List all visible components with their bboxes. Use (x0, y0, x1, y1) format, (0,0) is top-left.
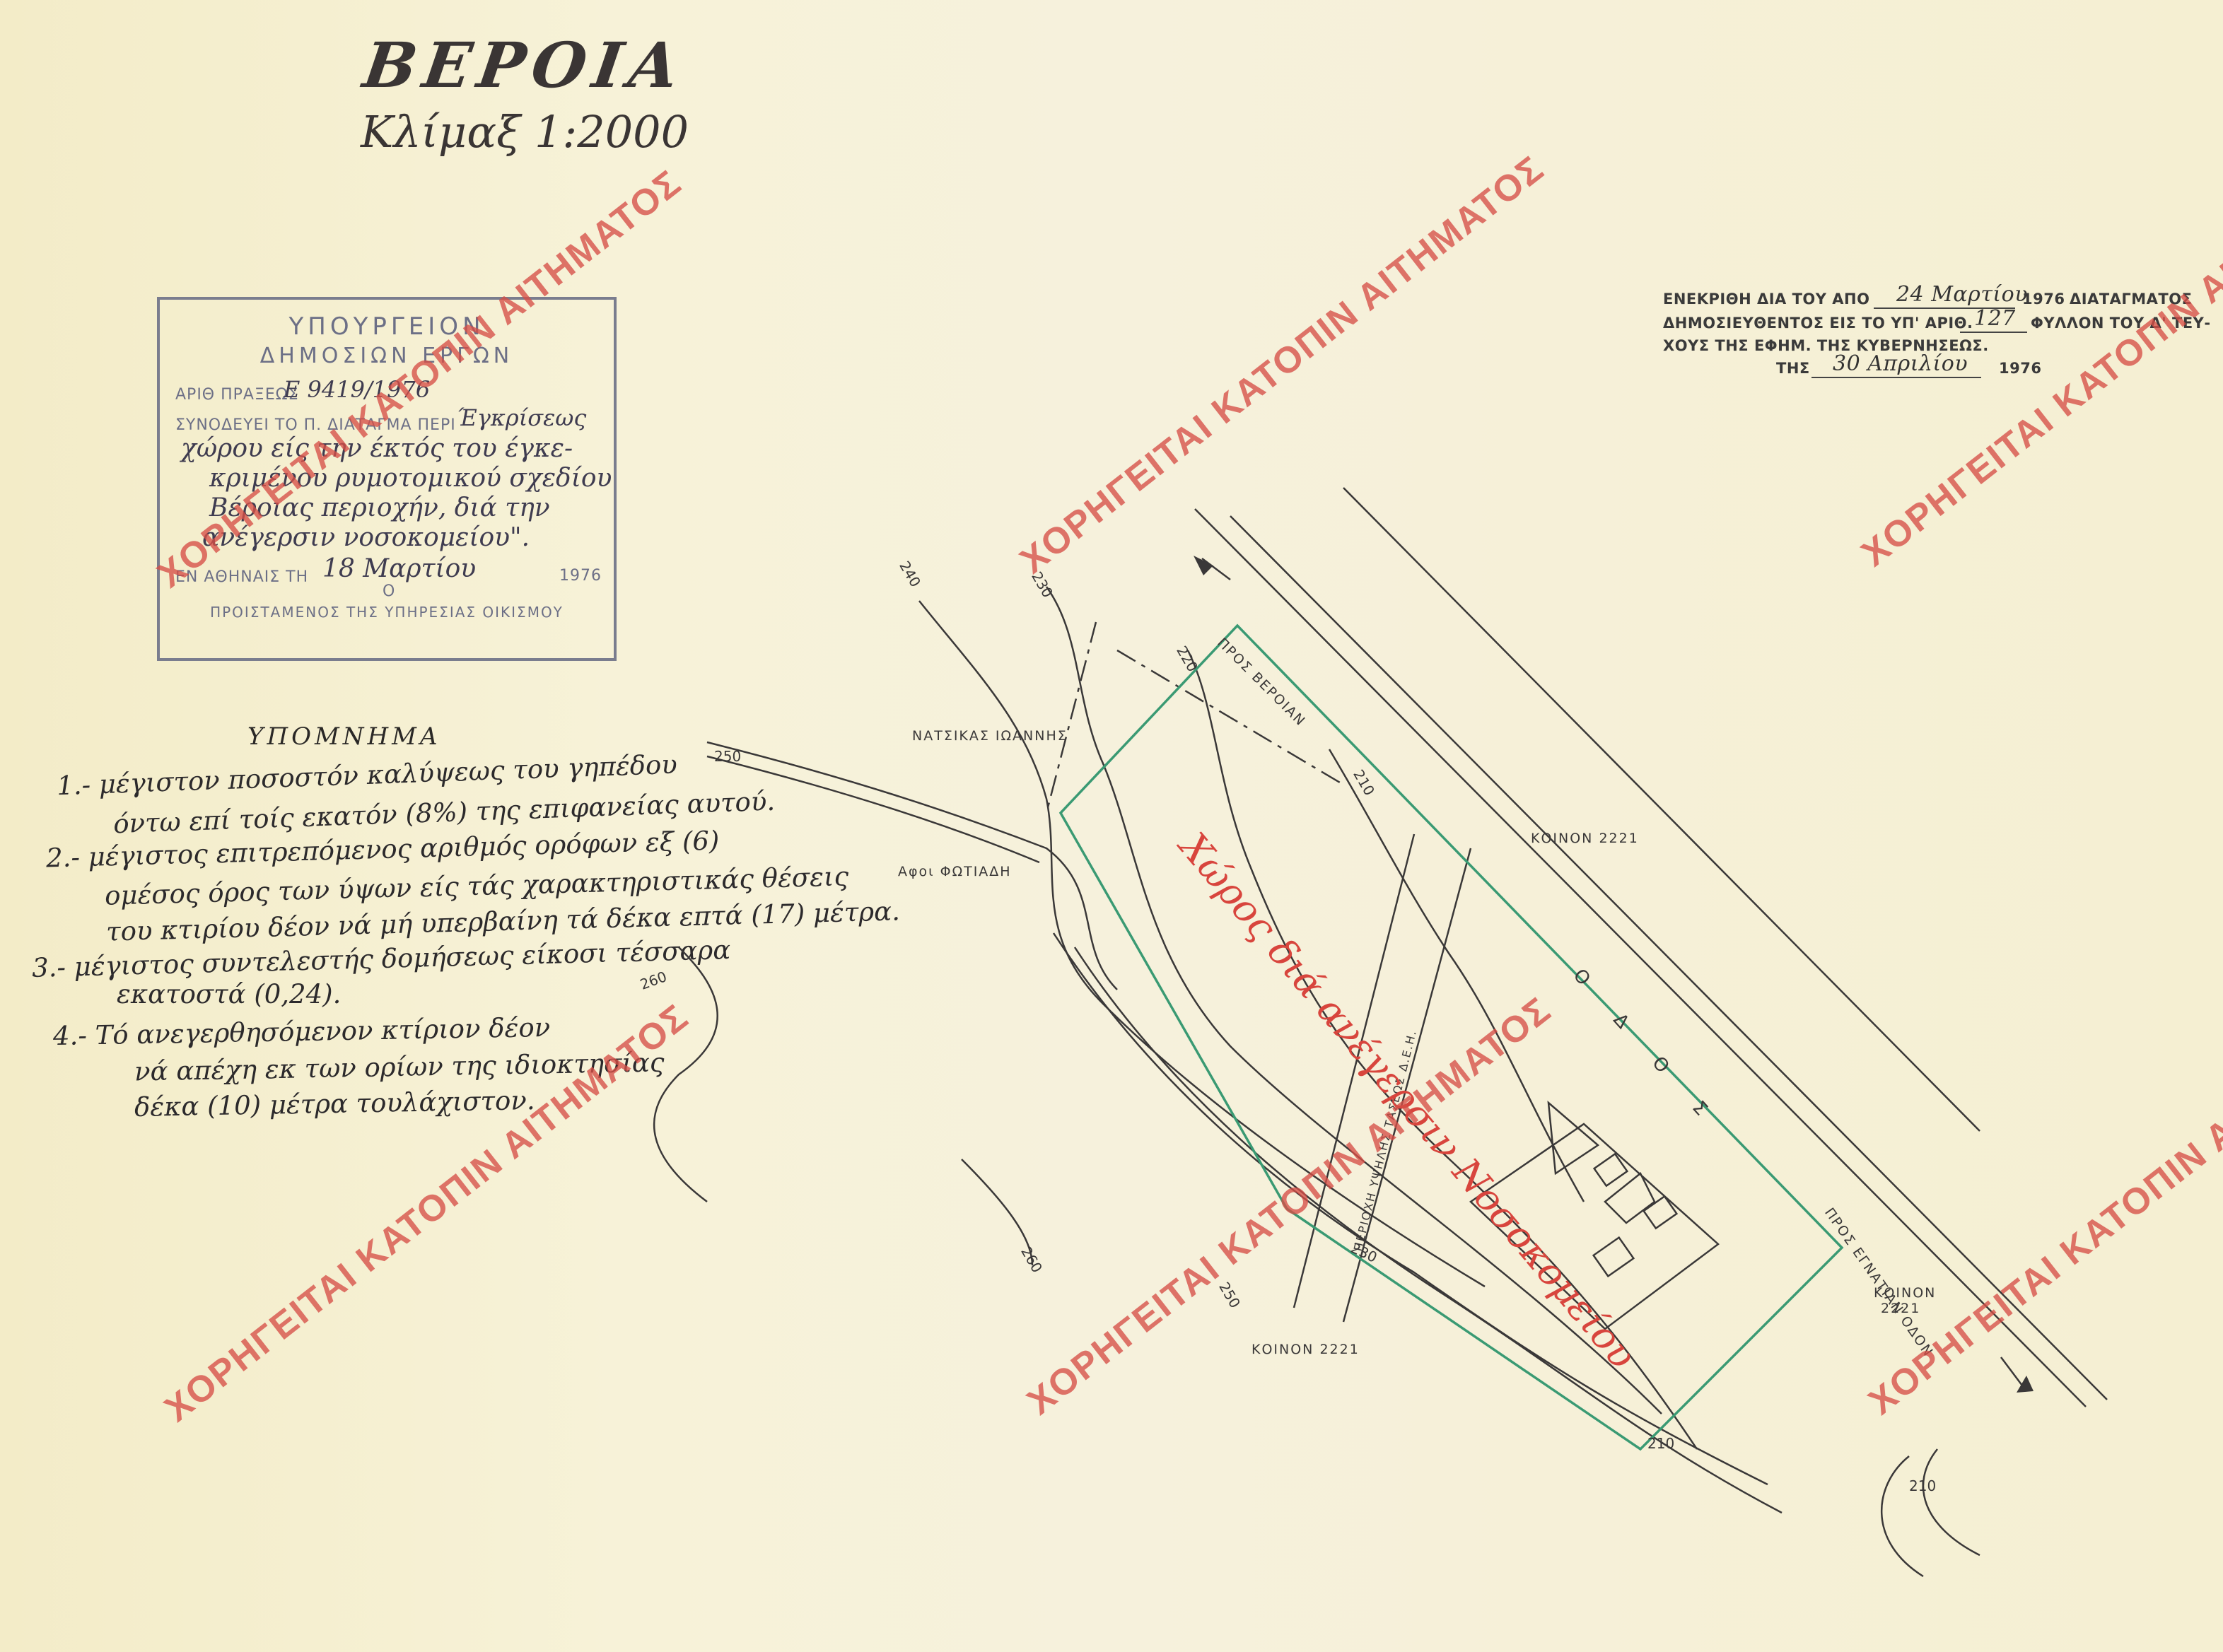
contour-label-250b: 250 (714, 748, 742, 765)
approval-line1-a: ΕΝΕΚΡΙΘΗ ΔΙΑ ΤΟΥ ΑΠΟ (1663, 291, 1870, 307)
stamp-year: 1976 (559, 567, 602, 585)
dei-boundary-2 (1116, 649, 1344, 786)
contour-210 (1328, 749, 1585, 1202)
path-line-2 (706, 755, 1040, 864)
contour-220 (1186, 650, 1698, 1450)
dei-line-1 (1293, 833, 1416, 1308)
contour-230 (1045, 586, 1662, 1414)
dei-boundary-1 (1045, 621, 1097, 814)
approval-line2-b: ΦΥΛΛΟΝ ΤΟΥ Δ' ΤΕΥ- (2031, 315, 2211, 332)
approval-line4-date: 30 Απριλίου (1833, 351, 1968, 376)
contour-260b (961, 1159, 1034, 1266)
stamp-protocol-value: Ε 9419/1976 (284, 376, 431, 403)
path-line-1 (706, 741, 1118, 990)
label-common-top: ΚΟΙΝΟΝ 2221 (1531, 831, 1639, 846)
stamp-date: 18 Μαρτίου (322, 554, 477, 583)
map-scale: Κλίμαξ 1:2000 (361, 106, 689, 158)
road-edge-outer (1343, 487, 1980, 1132)
approval-underline-2 (1960, 332, 2027, 333)
stamp-hand-1: Έγκρίσεως (457, 404, 587, 431)
ministry-stamp: ΥΠΟΥΡΓΕΙΟΝ ΔΗΜΟΣΙΩΝ ΕΡΓΩΝ ΑΡΙΘ ΠΡΑΞΕΩΣ Ε… (157, 297, 617, 661)
south-arrowhead (2017, 1376, 2034, 1393)
stamp-place-label: ΕΝ ΑΘΗΝΑΙΣ ΤΗ (175, 568, 309, 586)
stamp-hand-5: ανέγερσιν νοσοκομείου". (202, 523, 530, 552)
road-edge-left (1194, 508, 2087, 1407)
site-boundary (1058, 623, 1844, 1451)
stamp-footer: ΠΡΟΙΣΤΑΜΕΝΟΣ ΤΗΣ ΥΠΗΡΕΣΙΑΣ ΟΙΚΙΣΜΟΥ (210, 604, 564, 621)
road-edge-right (1230, 515, 2108, 1400)
building-block-3 (1592, 1236, 1635, 1278)
stamp-ministry: ΥΠΟΥΡΓΕΙΟΝ (288, 312, 485, 341)
contour-260 (653, 947, 718, 1202)
stamp-hand-2: χώρου είς την έκτός του έγκε- (181, 434, 573, 463)
stamp-department: ΔΗΜΟΣΙΩΝ ΕΡΓΩΝ (259, 344, 514, 368)
building-block-1 (1592, 1152, 1629, 1188)
contour-240 (918, 600, 1486, 1288)
creek (1881, 1448, 1980, 1578)
contour-label-210c: 210 (1647, 1435, 1675, 1452)
label-common-right: ΚΟΙΝΟΝ (1874, 1285, 1937, 1301)
stamp-circle: Ο (383, 582, 395, 600)
stamp-hand-3: κριμένου ρυμοτομικού σχεδίου (209, 464, 612, 493)
road-lower (1052, 932, 1768, 1486)
road-lower-2 (1073, 947, 1783, 1514)
building-block-2 (1642, 1195, 1679, 1230)
dei-line-2 (1342, 848, 1472, 1323)
north-arrowhead (1194, 556, 1213, 575)
approval-underline-3 (1811, 377, 1981, 378)
label-common-bottom: ΚΟΙΝΟΝ 2221 (1251, 1342, 1360, 1357)
approval-line1-date: 24 Μαρτίου (1896, 282, 2028, 307)
approval-line1-year: 1976 (2022, 291, 2065, 307)
approval-line2-a: ΔΗΜΟΣΙΕΥΘΕΝΤΟΣ ΕΙΣ ΤΟ ΥΠ' ΑΡΙΘ. (1663, 315, 1973, 332)
stamp-attached-label: ΣΥΝΟΔΕΥΕΙ ΤΟ Π. ΔΙΑΤΑΓΜΑ ΠΕΡΙ (175, 416, 456, 434)
building-outline (1469, 1101, 1720, 1330)
legend-line-7: εκατοστά (0,24). (117, 979, 342, 1009)
north-arrow-line (1201, 558, 1231, 580)
stamp-protocol-label: ΑΡΙΘ ΠΡΑΞΕΩΣ (175, 386, 299, 404)
south-arrow-line (2000, 1357, 2023, 1386)
approval-line1-b: ΔΙΑΤΑΓΜΑΤΟΣ (2070, 291, 2193, 307)
legend-title: ΥΠΟΜΝΗΜΑ (247, 722, 441, 751)
approval-underline-1 (1874, 307, 2015, 309)
stamp-hand-4: Βέροιας περιοχήν, διά την (209, 493, 550, 522)
label-common-right-num: 2221 (1881, 1301, 1921, 1316)
approval-line4-year: 1976 (1999, 360, 2042, 377)
approval-line4-a: ΤΗΣ (1776, 360, 1810, 377)
approval-line3: ΧΟΥΣ ΤΗΣ ΕΦΗΜ. ΤΗΣ ΚΥΒΕΡΝΗΣΕΩΣ. (1663, 337, 1989, 354)
label-owner-1: ΝΑΤΣΙΚΑΣ ΙΩΑΝΝΗΣ (912, 728, 1068, 744)
label-owner-2: Αφοι ΦΩΤΙΑΔΗ (898, 864, 1012, 879)
contour-label-210b: 210 (1909, 1477, 1937, 1494)
approval-line2-num: 127 (1974, 306, 2016, 331)
